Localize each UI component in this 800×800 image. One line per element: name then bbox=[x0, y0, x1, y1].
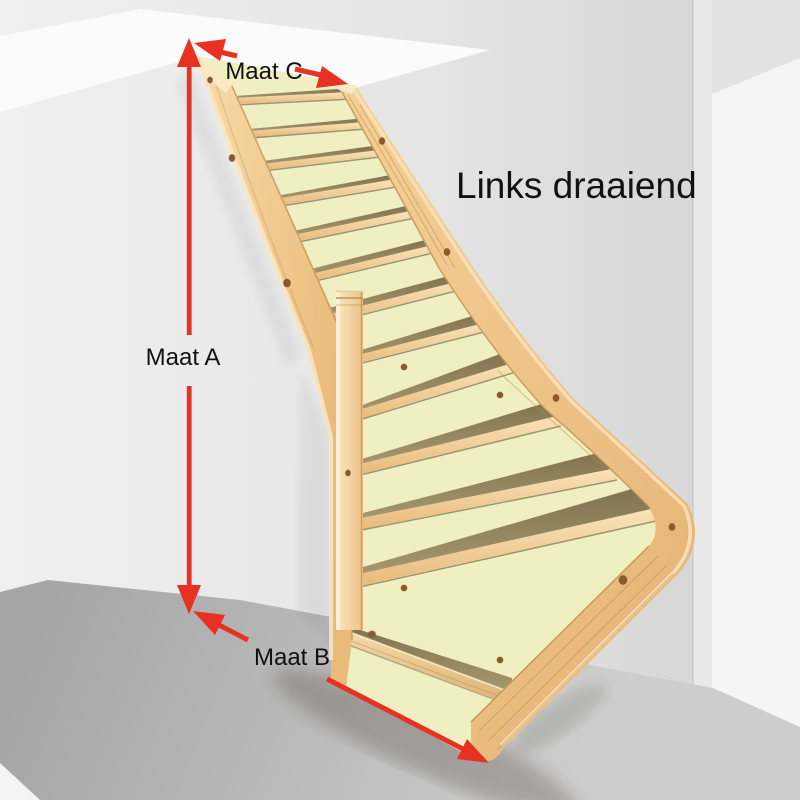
maat-a-label: Maat A bbox=[146, 344, 221, 371]
wall-shadow-lower bbox=[298, 370, 332, 645]
ceiling-right bbox=[712, 0, 800, 94]
wall-corner-strip bbox=[693, 0, 712, 800]
maat-c-label: Maat C bbox=[225, 58, 302, 85]
ceiling-opening bbox=[0, 9, 490, 112]
foreground-wall-corner bbox=[0, 763, 40, 800]
arrow-maat-b bbox=[193, 611, 489, 763]
measurement-arrows bbox=[177, 38, 489, 763]
labels: Maat C Maat A Maat B Links draaiend bbox=[146, 58, 697, 671]
maat-b-label: Maat B bbox=[254, 644, 330, 671]
maat-b-line-upper bbox=[215, 621, 250, 643]
floor-shadow bbox=[273, 669, 577, 800]
maat-c-line-left bbox=[219, 49, 238, 59]
maat-c-arrowhead-left bbox=[194, 39, 226, 61]
arrow-maat-a bbox=[177, 38, 201, 614]
left-stringer-highlight bbox=[197, 59, 333, 660]
right-stringer bbox=[340, 85, 696, 762]
scene-title: Links draaiend bbox=[456, 165, 697, 206]
right-wall bbox=[712, 0, 800, 800]
maat-b-line-lower bbox=[325, 676, 465, 752]
maat-a-arrowhead-bottom bbox=[177, 585, 201, 614]
maat-a-line-lower bbox=[186, 386, 192, 586]
wood-grain-lines bbox=[347, 94, 674, 751]
left-stringer-grain bbox=[212, 74, 316, 353]
newel-post bbox=[336, 290, 363, 630]
maat-c-arrowhead-right bbox=[316, 66, 348, 88]
left-stringer-top-face bbox=[191, 56, 232, 93]
maat-b-arrowhead-top bbox=[193, 611, 225, 635]
arrow-maat-c bbox=[194, 39, 348, 88]
maat-c-line-right bbox=[294, 66, 326, 79]
floor-shadow-right bbox=[514, 683, 606, 753]
right-stringer-highlight bbox=[351, 87, 692, 747]
maat-a-line-upper bbox=[186, 63, 192, 335]
wood-knots bbox=[207, 76, 676, 664]
staircase bbox=[191, 56, 696, 762]
maat-a-arrowhead-top bbox=[177, 38, 201, 67]
right-stringer-inner-line bbox=[470, 545, 650, 723]
wall-shadow-upper bbox=[178, 70, 300, 368]
maat-b-arrowhead-bottom bbox=[457, 739, 489, 763]
right-stringer-edge bbox=[341, 91, 651, 509]
